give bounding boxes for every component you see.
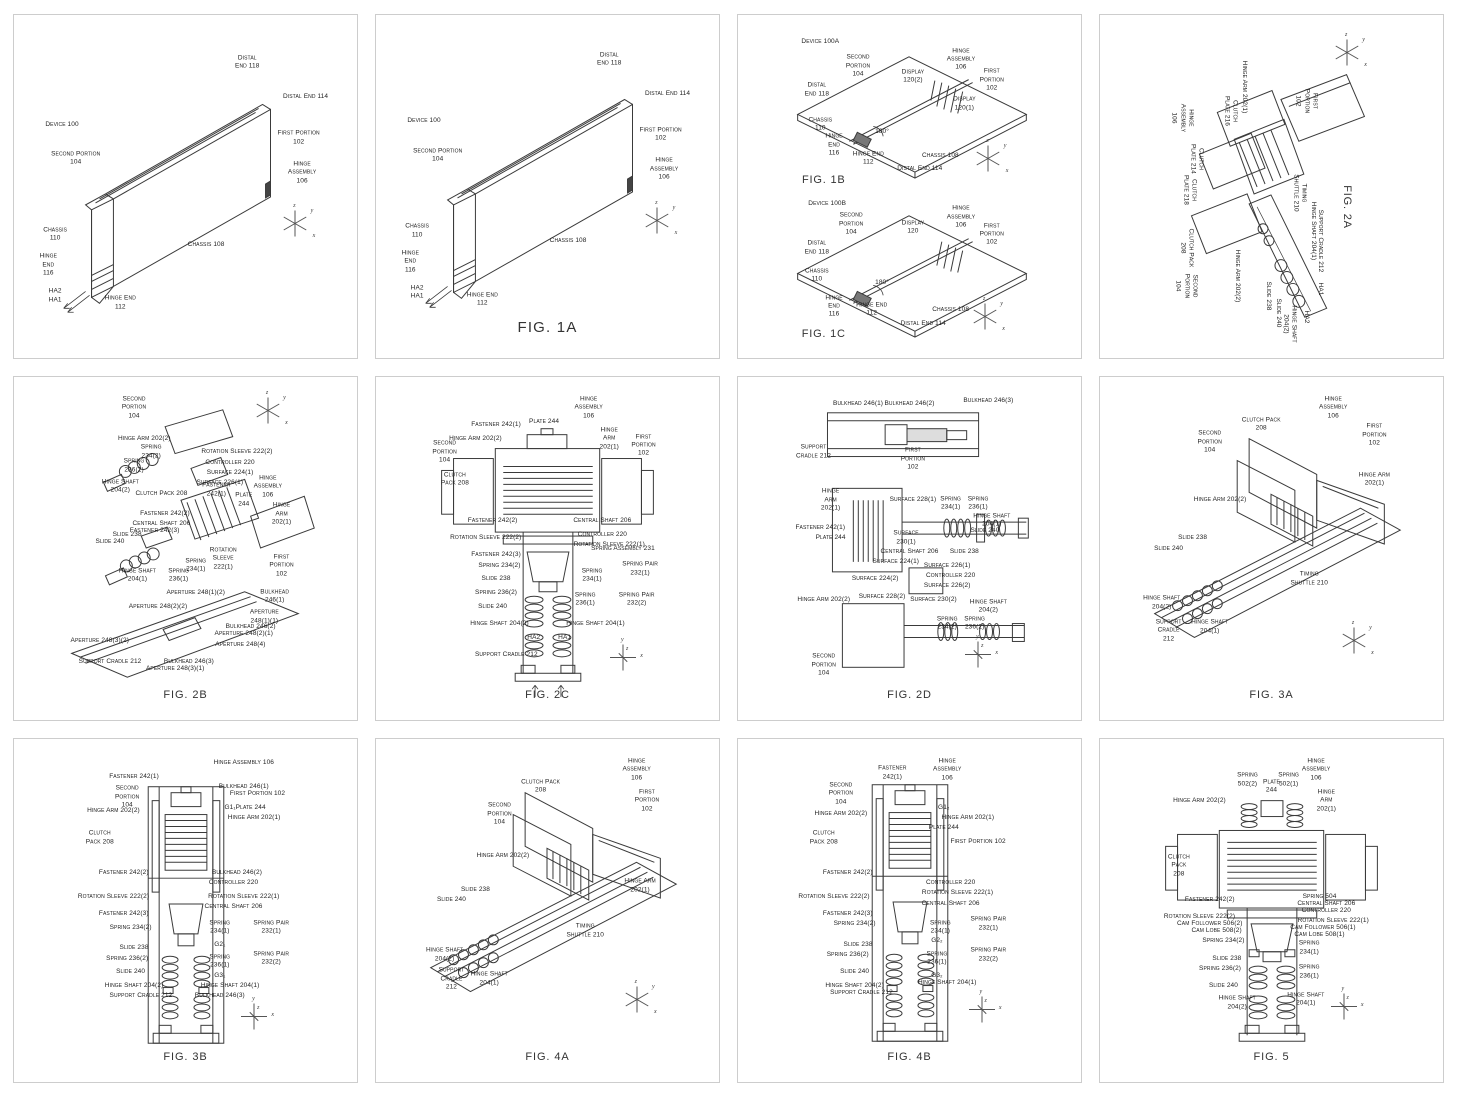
figure-drawing [1165,800,1378,1042]
figure-drawing [1153,437,1402,639]
figure-drawing [70,409,315,678]
figure-caption: FIG. 2D [887,689,932,702]
figure-drawing [796,56,1028,338]
figure-caption: FIG. 3B [163,1051,208,1064]
figure-drawing [147,786,225,1044]
figure-caption: FIG. 1A [517,318,578,336]
panel-fig-2d: FIG. 2D Bulkhead 246(1)Bulkhead 246(2)Bu… [737,376,1082,721]
figure-drawing [826,412,1029,668]
figure-caption: FIG. 3A [1249,689,1294,702]
panel-fig-4b: FIG. 4B Fastener 242(1)Hinge Assembly 10… [737,738,1082,1083]
figure-caption: FIG. 2B [163,689,208,702]
figure-caption: FIG. 4B [887,1051,932,1064]
figure-drawing [1190,74,1366,318]
figure-caption: FIG. 5 [1253,1051,1290,1064]
figure-drawing [871,784,949,1042]
figure-drawing [63,103,272,313]
figure-drawing [441,428,654,698]
figure-drawing [425,98,634,308]
figure-drawing [429,791,678,993]
figure-caption: FIG. 4A [525,1051,570,1064]
figure-caption: FIG. 2C [525,689,570,702]
